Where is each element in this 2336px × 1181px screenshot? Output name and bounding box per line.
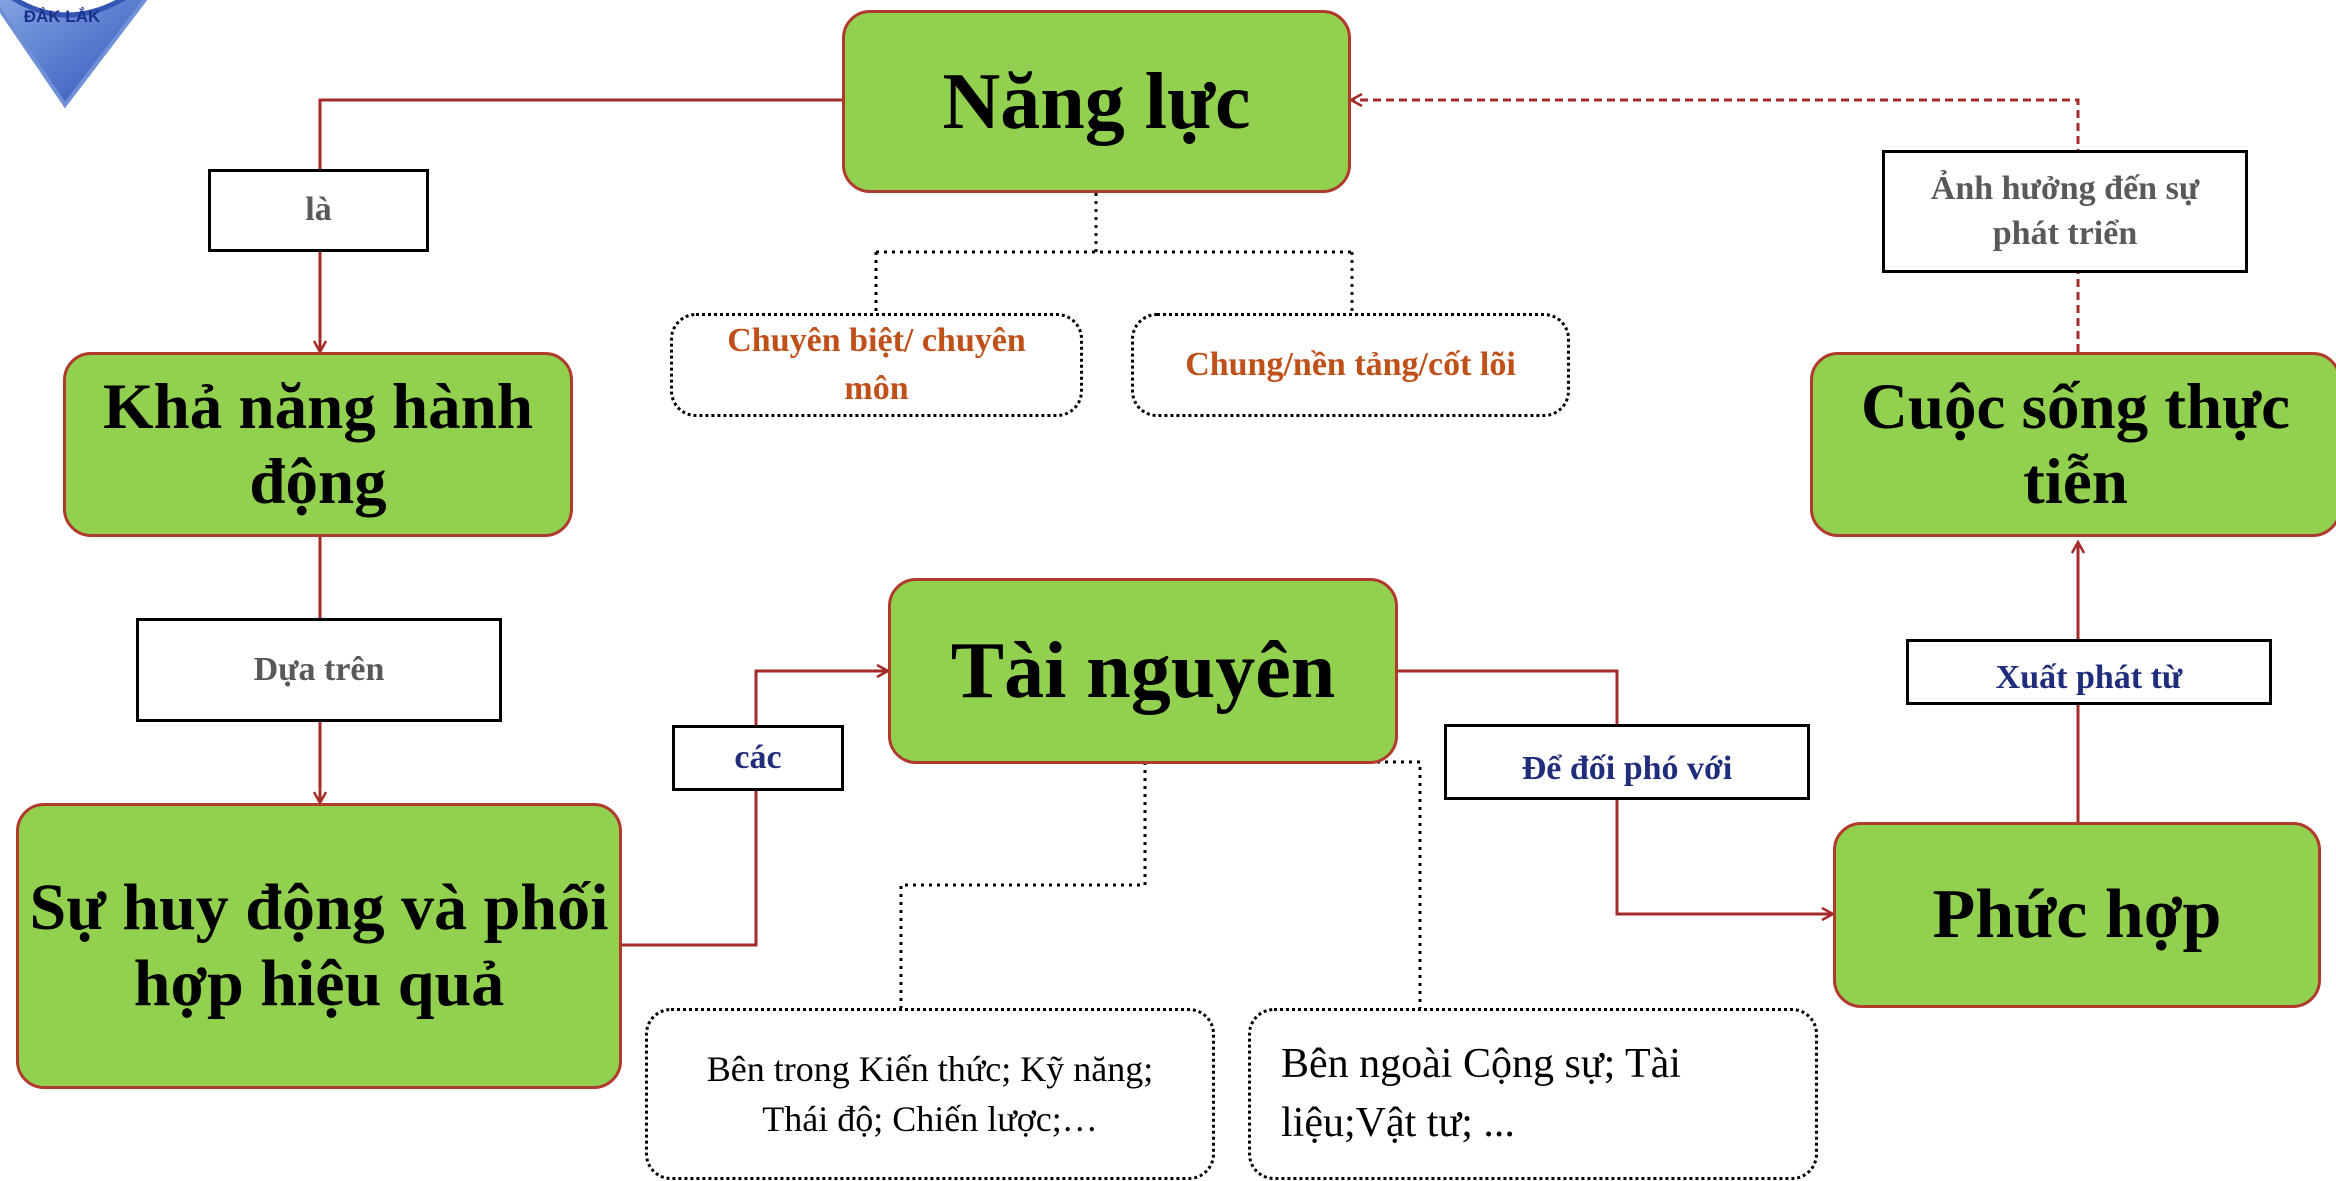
node-cuoc-song-thuc-tien: Cuộc sống thực tiễn: [1810, 352, 2336, 537]
edge-label-dua-tren-text: Dựa trên: [253, 650, 385, 688]
edge-label-xuat-phat-text: Xuất phát từ: [1995, 658, 2183, 696]
node-su-huy-dong: Sự huy động và phối hợp hiệu quả: [16, 803, 622, 1089]
logo-text: ĐẮK LẮK: [24, 7, 101, 26]
edge-label-de-doi-pho: Để đối phó với: [1444, 724, 1810, 800]
node-nang-luc-text: Năng lực: [942, 57, 1251, 146]
resource-ben-ngoai-text: Bên ngoài Cộng sự; Tài liệu;Vật tư; ...: [1281, 1041, 1681, 1146]
edge-label-la-text: là: [305, 191, 332, 229]
edge-label-cac: các: [672, 725, 844, 791]
resource-ben-ngoai: Bên ngoài Cộng sự; Tài liệu;Vật tư; ...: [1248, 1008, 1818, 1180]
dak-lak-logo: ĐẮK LẮK: [0, 0, 148, 109]
subtype-chung-text: Chung/nền tảng/cốt lõi: [1185, 346, 1516, 384]
node-phuc-hop-text: Phức hợp: [1932, 875, 2222, 953]
edge-label-anh-huong-text: Ảnh hưởng đến sự phát triển: [1930, 170, 2200, 252]
node-su-huy-dong-text: Sự huy động và phối hợp hiệu quả: [29, 871, 609, 1020]
resource-ben-trong-text: Bên trong Kiến thức; Kỹ năng; Thái độ; C…: [706, 1048, 1154, 1139]
edge-label-xuat-phat: Xuất phát từ: [1906, 639, 2272, 705]
edge-label-anh-huong: Ảnh hưởng đến sự phát triển: [1882, 150, 2248, 273]
node-kha-nang-hanh-dong: Khả năng hành động: [63, 352, 573, 537]
node-cuoc-song-thuc-tien-text: Cuộc sống thực tiễn: [1860, 370, 2291, 518]
resource-ben-trong: Bên trong Kiến thức; Kỹ năng; Thái độ; C…: [645, 1008, 1215, 1180]
edge-label-la: là: [208, 169, 429, 252]
connector-nang-luc-to-kha-nang: [320, 98, 842, 352]
subtype-chuyen-biet-text: Chuyên biệt/ chuyên môn: [727, 322, 1026, 407]
edge-label-dua-tren: Dựa trên: [136, 618, 502, 722]
node-tai-nguyen-text: Tài nguyên: [950, 627, 1336, 715]
connector-nang-luc-to-subtypes: [874, 193, 1354, 313]
subtype-chung: Chung/nền tảng/cốt lõi: [1131, 313, 1570, 417]
edge-label-cac-text: các: [734, 738, 782, 776]
node-tai-nguyen: Tài nguyên: [888, 578, 1398, 764]
connector-tai-nguyen-to-resources: [899, 760, 1422, 1008]
node-nang-luc: Năng lực: [842, 10, 1351, 193]
subtype-chuyen-biet: Chuyên biệt/ chuyên môn: [670, 313, 1083, 417]
connector-huy-dong-to-tai-nguyen: [622, 671, 888, 947]
node-phuc-hop: Phức hợp: [1833, 822, 2321, 1008]
node-kha-nang-hanh-dong-text: Khả năng hành động: [103, 370, 533, 518]
edge-label-de-doi-pho-text: Để đối phó với: [1521, 749, 1733, 787]
